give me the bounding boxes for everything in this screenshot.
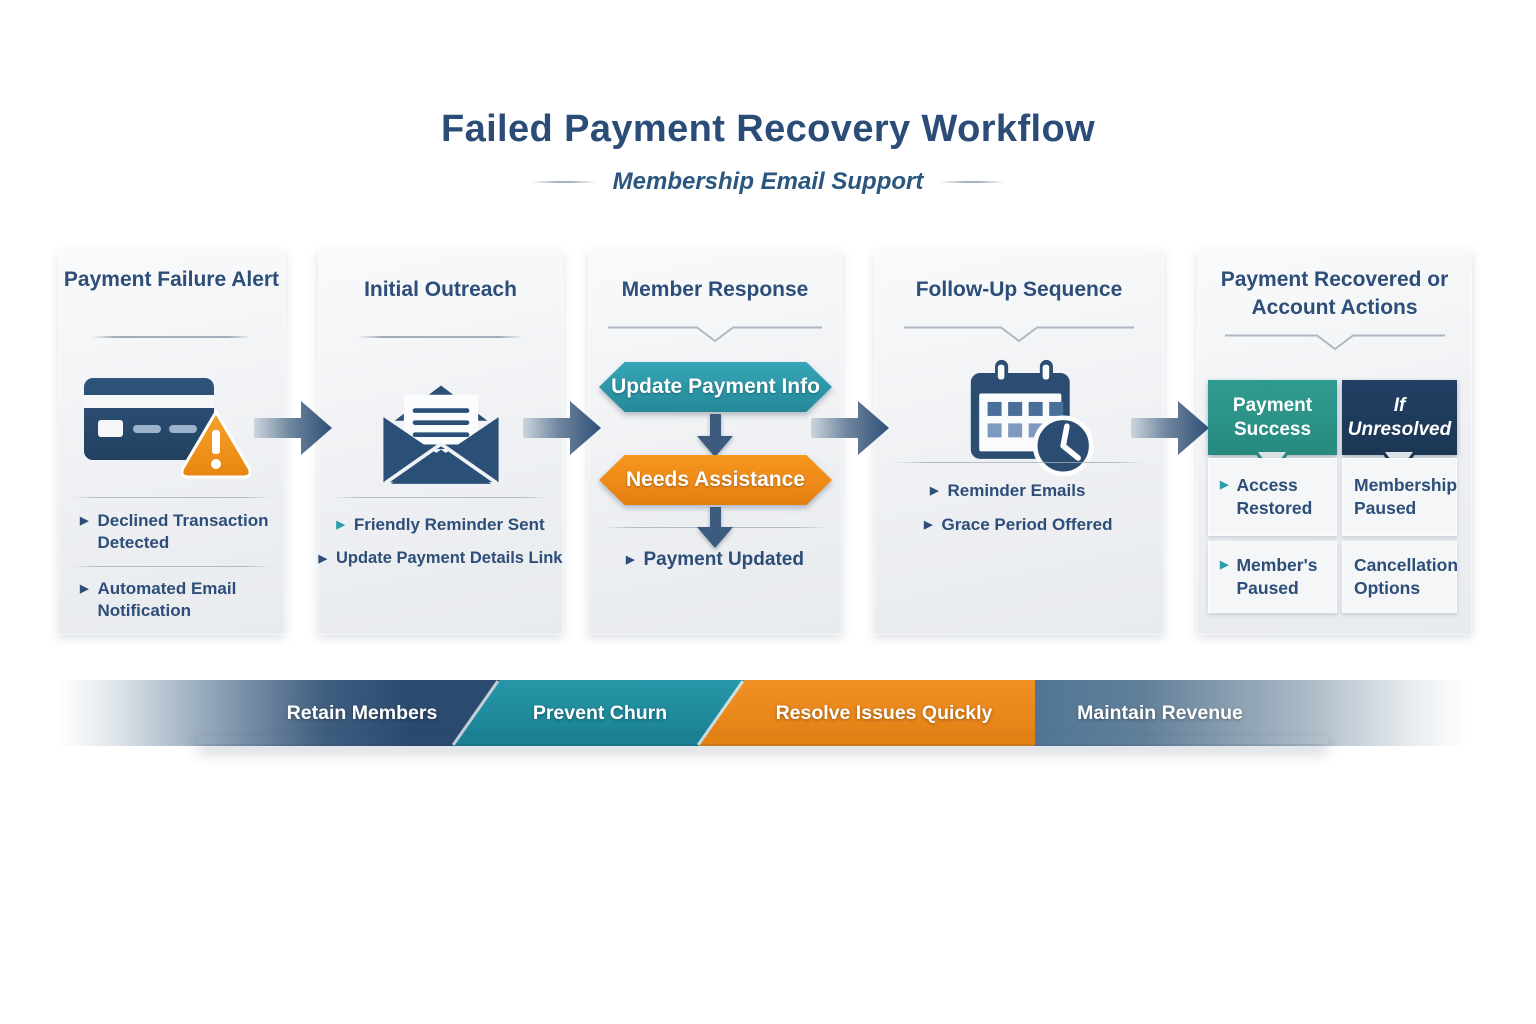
bullet-label: Payment Updated: [643, 549, 804, 570]
outcome-header-label: Payment Success: [1232, 394, 1313, 440]
outcome-label: Member's Paused: [1236, 555, 1318, 598]
bullet-item: ▶ Payment Updated: [588, 548, 842, 572]
flow-arrow-icon: [811, 401, 889, 455]
option-update-payment-info: Update Payment Info: [599, 362, 832, 412]
subtitle-left-rule: [530, 181, 597, 183]
panel-initial-outreach: Initial Outreach ▶ Friendly Reminder Sen…: [318, 250, 563, 635]
panel-follow-up-sequence: Follow-Up Sequence ▶ R: [874, 250, 1164, 635]
page-title: Failed Payment Recovery Workflow: [440, 108, 1096, 150]
triangle-bullet-icon: ▶: [80, 583, 89, 595]
notched-underline: [608, 326, 822, 343]
bullet-label: Friendly Reminder Sent: [353, 515, 545, 534]
banner-label: Prevent Churn: [532, 701, 668, 724]
outcome-header-payment-success: Payment Success: [1208, 380, 1337, 455]
triangle-bullet-icon: ▶: [1220, 559, 1229, 572]
triangle-bullet-icon: ▶: [924, 519, 933, 531]
outcome-header-label: If Unresolved: [1347, 394, 1452, 440]
flow-arrow-icon: [254, 401, 332, 455]
banner-segment-maintain-revenue: [1035, 680, 1468, 746]
section-divider: [72, 566, 271, 567]
open-envelope-icon: [383, 385, 499, 484]
title-underline: [358, 336, 523, 338]
notched-underline: [904, 326, 1134, 343]
bullet-label: Reminder Emails: [947, 481, 1086, 500]
calendar-clock-icon: [970, 359, 1094, 476]
page-subtitle-row: Membership Email Support: [0, 168, 1536, 196]
bullet-item: ▶ Reminder Emails: [930, 480, 1085, 502]
panel-title: Follow-Up Sequence: [915, 278, 1123, 301]
outcome-label: Access Restored: [1236, 475, 1313, 518]
panel-payment-failure-alert: Payment Failure Alert: [58, 250, 285, 635]
bullet-label: Automated Email Notification: [97, 579, 237, 620]
panel-title: Initial Outreach: [364, 278, 517, 301]
banner-segment-resolve-issues: [699, 680, 1035, 746]
down-arrow-icon: [697, 507, 733, 548]
bullet-label: Declined Transaction Detected: [97, 511, 269, 552]
banner-label: Resolve Issues Quickly: [775, 701, 993, 724]
panel-payment-recovered-or-account-actions: Payment Recovered or Account Actions Pay…: [1197, 250, 1472, 635]
section-divider: [72, 497, 271, 498]
outcome-cell: ▶ Access Restored: [1208, 458, 1337, 536]
outcome-label: Membership Paused: [1354, 475, 1458, 518]
outcome-label: Cancellation Options: [1354, 555, 1459, 598]
triangle-bullet-icon: ▶: [930, 485, 939, 497]
banner-label: Retain Members: [286, 701, 438, 724]
panel-title: Payment Failure Alert: [63, 268, 280, 291]
triangle-bullet-icon: ▶: [626, 554, 635, 566]
section-divider: [894, 462, 1144, 463]
option-needs-assistance: Needs Assistance: [599, 455, 832, 505]
down-arrow-icon: [697, 414, 733, 457]
outcome-cell: ▶ Member's Paused: [1208, 541, 1337, 613]
triangle-bullet-icon: ▶: [318, 553, 327, 565]
outcome-header-if-unresolved: If Unresolved: [1342, 380, 1457, 455]
credit-card-warning-icon: [84, 378, 252, 479]
title-underline: [92, 336, 251, 338]
outcome-cell: Membership Paused: [1342, 458, 1457, 536]
bullet-label: Grace Period Offered: [941, 515, 1113, 534]
panel-member-response: Member Response Update Payment Info Need…: [588, 250, 842, 635]
flow-arrow-icon: [523, 401, 601, 455]
triangle-bullet-icon: ▶: [80, 515, 89, 527]
outcome-cell: Cancellation Options: [1342, 541, 1459, 613]
goals-banner: Retain Members Prevent Churn Resolve Iss…: [58, 680, 1468, 746]
notched-underline: [1225, 334, 1445, 351]
bullet-item: ▶ Automated Email Notification: [80, 578, 270, 622]
flow-arrow-icon: [1131, 401, 1209, 455]
triangle-bullet-icon: ▶: [1220, 479, 1229, 492]
section-divider: [334, 497, 547, 498]
bullet-item: ▶ Friendly Reminder Sent: [318, 514, 563, 536]
panel-title: Payment Recovered or Account Actions: [1220, 268, 1449, 319]
bullet-label: Update Payment Details Link: [335, 549, 563, 567]
option-label: Update Payment Info: [611, 375, 820, 398]
page-subtitle: Membership Email Support: [612, 168, 924, 195]
bullet-item: ▶ Grace Period Offered: [924, 514, 1112, 536]
option-label: Needs Assistance: [626, 468, 805, 491]
bullet-item: ▶ Declined Transaction Detected: [80, 510, 270, 554]
banner-segment-prevent-churn: [454, 680, 745, 746]
banner-label: Maintain Revenue: [1077, 701, 1243, 724]
bullet-item: ▶ Update Payment Details Link: [318, 548, 563, 569]
panel-title: Member Response: [621, 278, 809, 301]
banner-segment-retain-members: [58, 680, 500, 746]
triangle-bullet-icon: ▶: [336, 519, 345, 531]
subtitle-right-rule: [939, 181, 1006, 183]
